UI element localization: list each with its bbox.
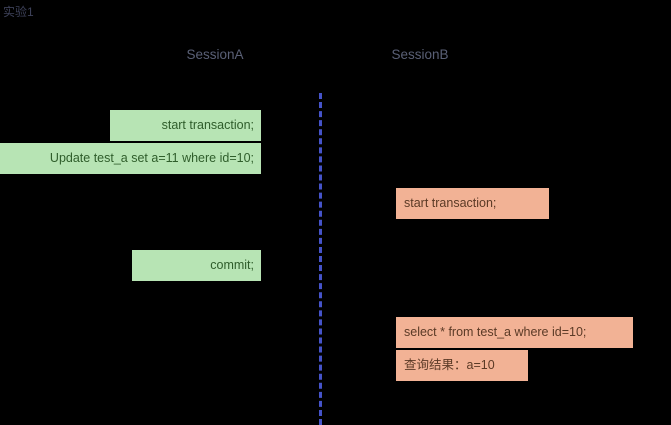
session-b-step-query-result: 查询结果：a=10 [396, 350, 528, 381]
page-title: 实验1 [3, 5, 34, 19]
column-header-session-b: SessionB [391, 47, 449, 62]
session-b-step-select: select * from test_a where id=10; [396, 317, 633, 348]
session-divider-line [319, 93, 322, 425]
column-header-session-a: SessionA [186, 47, 244, 62]
session-b-step-start-transaction: start transaction; [396, 188, 549, 219]
session-a-step-update: Update test_a set a=11 where id=10; [0, 143, 261, 174]
session-a-step-start-transaction: start transaction; [110, 110, 261, 141]
session-a-step-commit: commit; [132, 250, 261, 281]
